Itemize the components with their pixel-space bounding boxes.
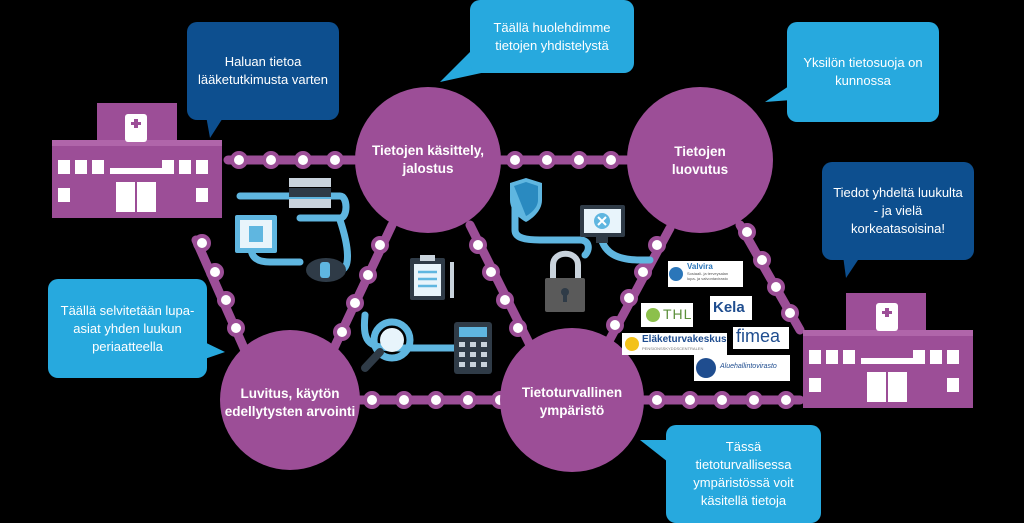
chain-node [193,234,211,252]
chain-node [506,151,524,169]
chain-node [326,151,344,169]
chain-node [395,391,413,409]
bubble-secure-environment: Tässä tietoturvallisessa ympäristössä vo… [666,425,821,523]
logo-thl: THL [663,306,693,322]
bubble-one-stop-data: Tiedot yhdeltä luukulta - ja vielä korke… [822,162,974,260]
chain-node [230,151,248,169]
chain-node [648,391,666,409]
bubble-research-request: Haluan tietoa lääketutkimusta varten [187,22,339,120]
logo-aluehallintovirasto: Aluehallintovirasto [720,363,777,370]
chain-node [648,236,666,254]
label-processing: Tietojen käsittely, jalostus [371,143,485,176]
logo-etk-name: Eläketurvakeskus [642,334,727,345]
chain-node [346,294,364,312]
logo-valvira-name: Valvira [687,262,713,271]
chain-node [602,151,620,169]
chain-node [227,319,245,337]
logo-etk: Eläketurvakeskus PENSIONSSKYDDSCENTRALEN [642,334,730,351]
chain-node [738,223,756,241]
chain-node [206,263,224,281]
logo-valvira-sub1: Sosiaali- ja terveysalan [687,271,729,276]
logo-valvira-sub2: lupa- ja valvontavirasto [687,276,728,281]
hospital-building-right [803,293,973,408]
label-disclosure: Tietojen luovutus [671,144,729,177]
circle-disclosure [627,87,773,233]
bubble-data-combination: Täällä huolehdimme tietojen yhdistelystä [470,0,634,73]
chain-node [753,251,771,269]
icon-cluster-left [235,178,492,374]
chain-node [538,151,556,169]
process-circles [220,87,773,472]
chain-node [767,278,785,296]
chain-node [371,236,389,254]
icon-cluster-right [510,178,654,312]
logo-backgrounds [622,261,790,381]
chain-node [496,291,514,309]
label-permits: Luvitus, käytön edellytysten arvointi [224,386,356,419]
chain-node [333,323,351,341]
chain-node [469,236,487,254]
bubble-privacy: Yksilön tietosuoja on kunnossa [787,22,939,122]
chain-node [427,391,445,409]
chain-node [681,391,699,409]
chain-node [509,319,527,337]
bubble-permits: Täällä selvitetään lupa-asiat yhden luuk… [48,279,207,378]
chain-node [459,391,477,409]
chain-node [262,151,280,169]
logo-valvira: Valvira Sosiaali- ja terveysalan lupa- j… [687,262,743,281]
logo-etk-sub: PENSIONSSKYDDSCENTRALEN [642,346,704,351]
chain-node [620,289,638,307]
chain-node [745,391,763,409]
chain-node [217,291,235,309]
chain-node [359,266,377,284]
chain-nodes [193,151,799,409]
logo-fimea: fimea [736,326,781,346]
chain-node [606,316,624,334]
chain-node [482,263,500,281]
circle-secure-environment [500,328,644,472]
label-secure-environment: Tietoturvallinen ympäristö [521,385,623,418]
circle-processing [355,87,501,233]
chain-node [713,391,731,409]
chain-node [570,151,588,169]
chain-node [363,391,381,409]
chain-node [781,304,799,322]
chain-node [634,263,652,281]
chain-node [294,151,312,169]
logo-kela: Kela [713,299,745,316]
circle-permits [220,330,360,470]
chain-node [777,391,795,409]
hospital-building-left [52,103,222,218]
